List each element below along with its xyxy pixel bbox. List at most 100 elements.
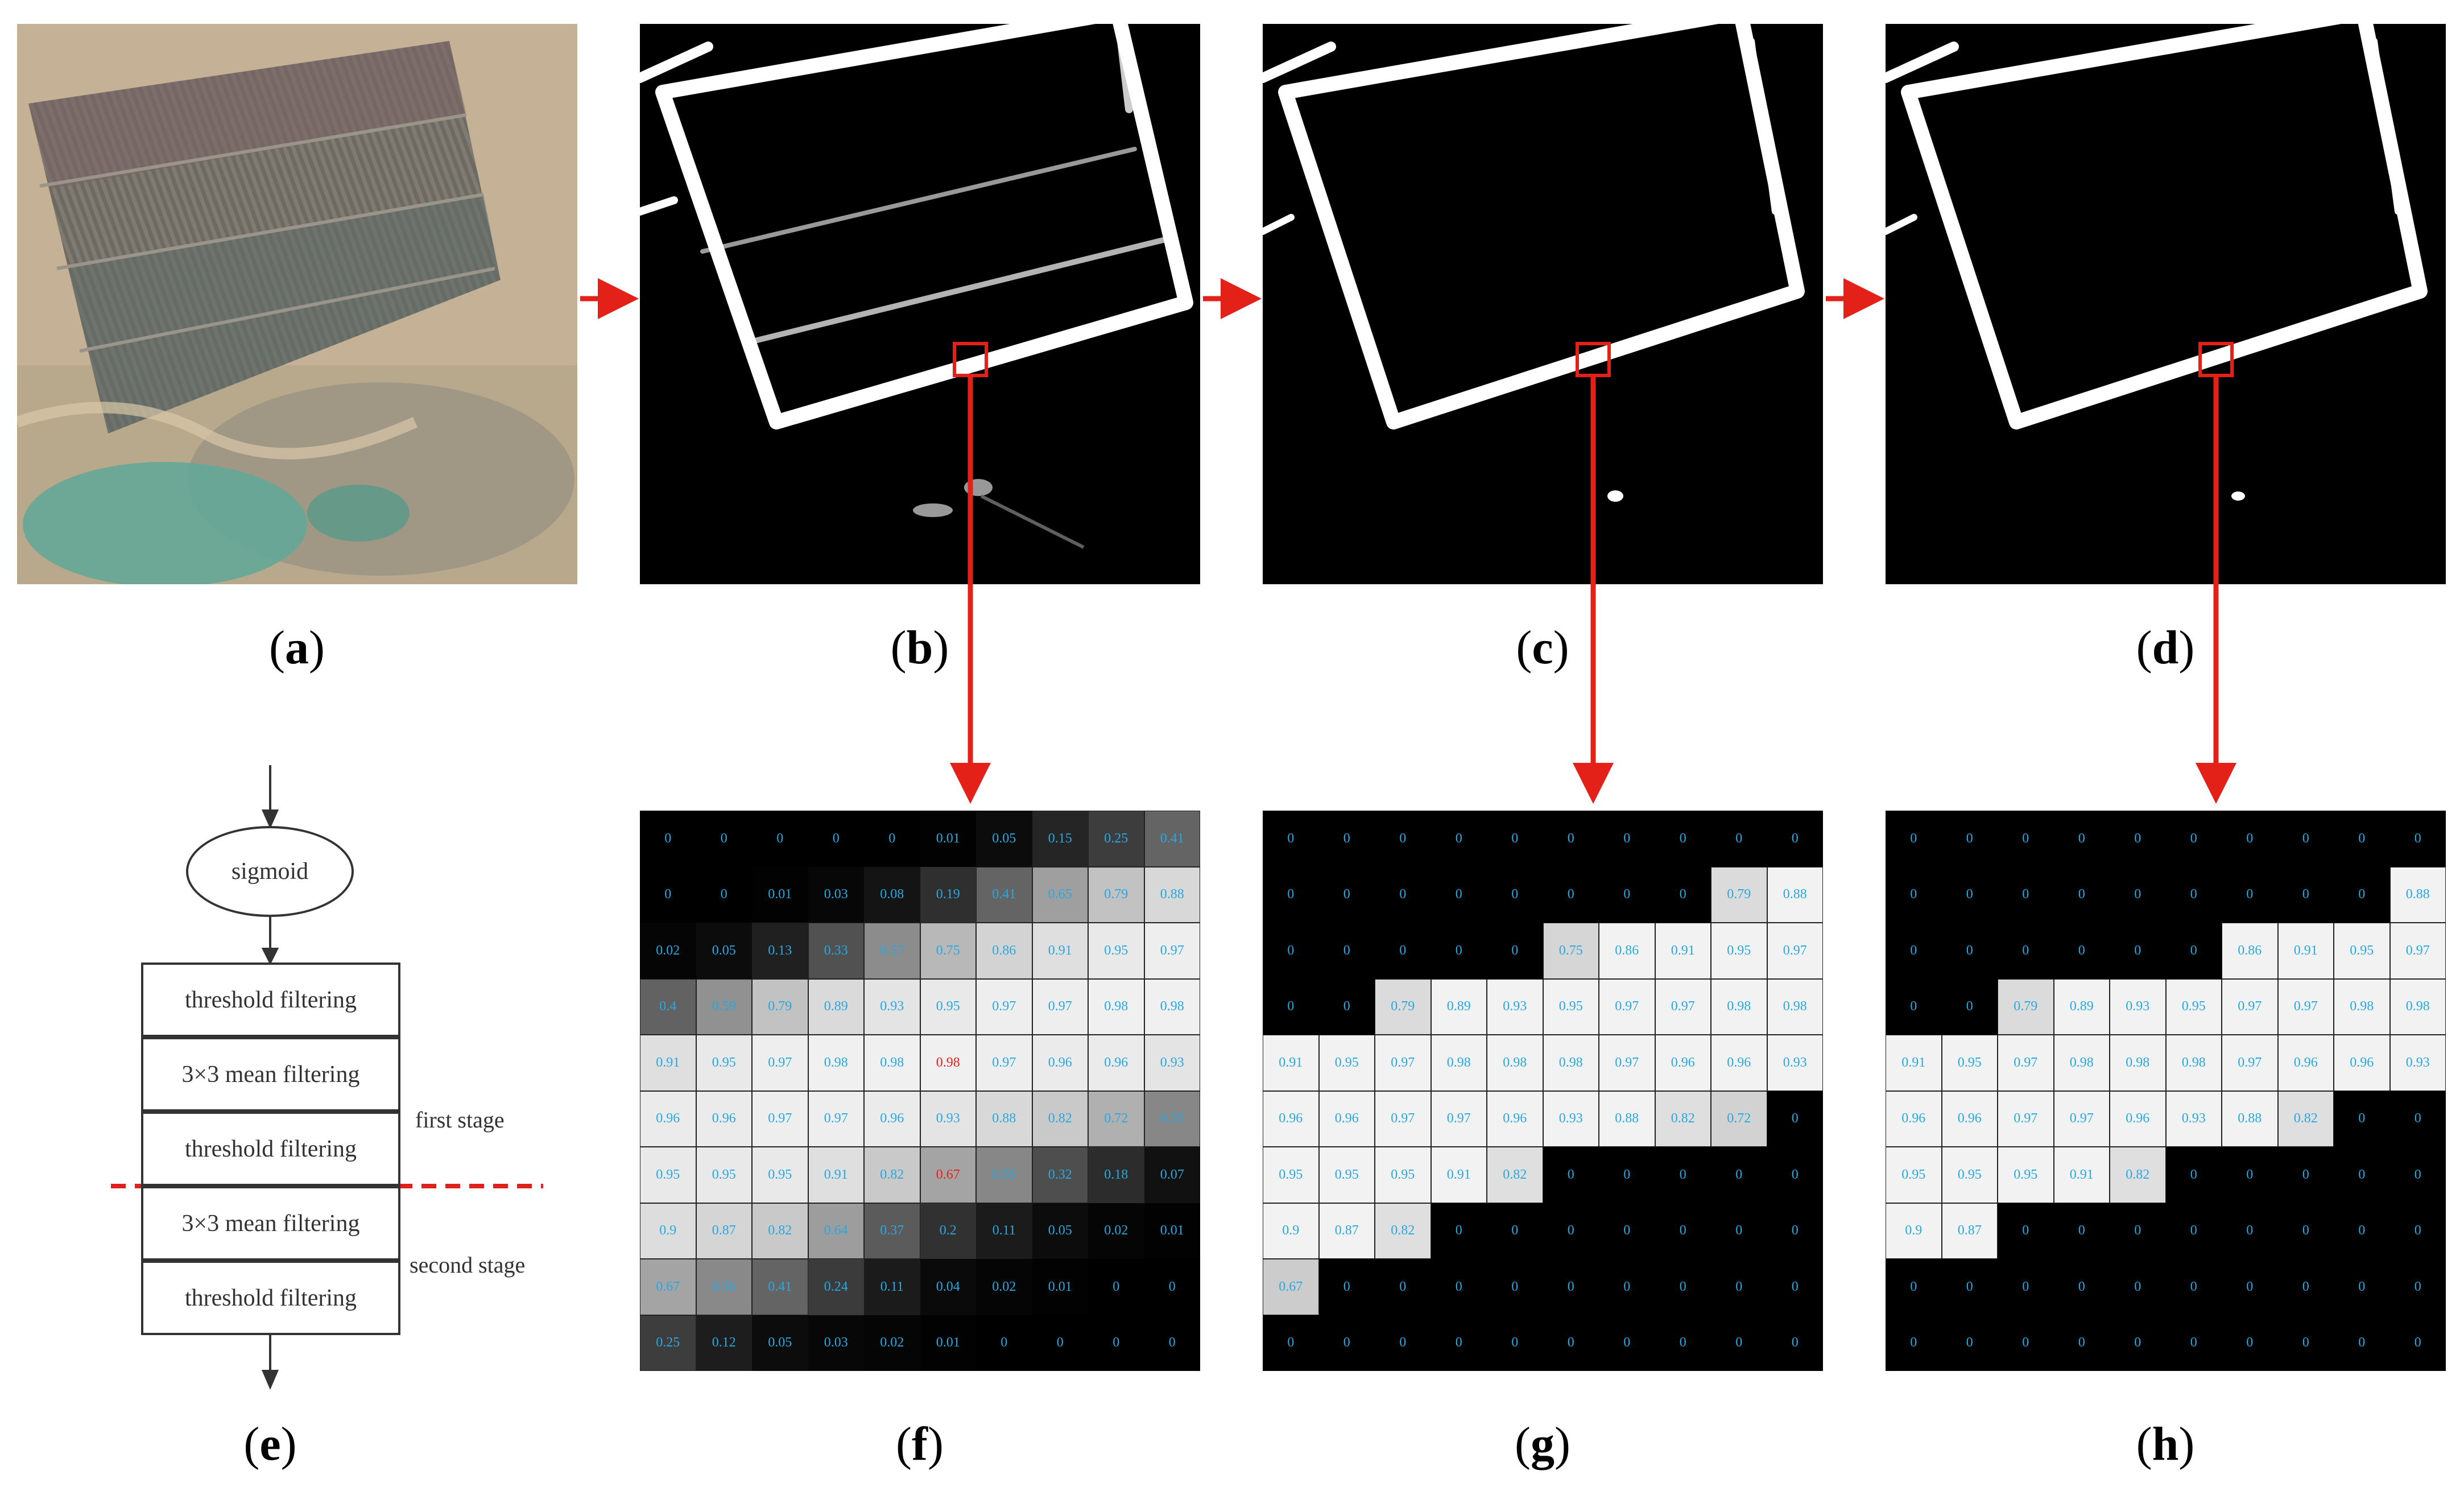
grid-cell: 0.18: [1088, 1147, 1144, 1203]
grid-cell: 0: [1487, 1259, 1543, 1315]
grid-cell: 0: [1767, 1091, 1823, 1147]
grid-cell: 0: [1487, 866, 1543, 923]
grid-cell: 0: [2389, 811, 2446, 867]
grid-cell: 0.93: [1543, 1091, 1599, 1147]
grid-cell: 0.75: [920, 923, 976, 979]
grid-cell: 0.02: [976, 1259, 1032, 1315]
grid-cell: 0.98: [864, 1035, 920, 1091]
grid-cell: 0: [1998, 1259, 2054, 1315]
first-stage-mask-drawing: [1263, 24, 1805, 502]
grid-cell: 0: [2110, 811, 2166, 867]
grid-cell: 0.95: [1711, 923, 1767, 979]
grid-cell: 0.95: [1543, 978, 1599, 1035]
grid-cell: 0: [1711, 1259, 1767, 1315]
caption-e: (e): [243, 1418, 297, 1471]
grid-cell: 0: [2389, 1315, 2446, 1371]
grid-cell: 0.79: [1711, 866, 1767, 923]
grid-cell: 0.97: [1998, 1035, 2054, 1091]
grid-cell: 0.96: [1711, 1035, 1767, 1091]
grid-cell: 0.93: [2389, 1035, 2446, 1091]
grid-cell: 0: [1767, 1315, 1823, 1371]
grid-cell: 0.95: [2165, 978, 2222, 1035]
grid-cell: 0: [1886, 978, 1942, 1035]
grid-cell: 0.95: [696, 1035, 752, 1091]
grid-cell: 0.91: [1032, 923, 1088, 979]
grid-cell: 0.72: [1711, 1091, 1767, 1147]
grid-cell: 0.96: [1941, 1091, 1998, 1147]
grid-cell: 0.95: [640, 1147, 696, 1203]
grid-cell: 0.97: [1655, 978, 1711, 1035]
grid-cell: 0: [1318, 1259, 1375, 1315]
grid-cell: 0: [1431, 923, 1487, 979]
grid-cell: 0: [1655, 811, 1711, 867]
grid-cell: 0: [1487, 1315, 1543, 1371]
grid-cell: 0.93: [864, 978, 920, 1035]
grid-cell: 0: [1767, 1259, 1823, 1315]
caption-b: (b): [890, 621, 949, 674]
grid-cell: 0: [1886, 811, 1942, 867]
grid-cell: 0.93: [2165, 1091, 2222, 1147]
grid-cell: 0: [2277, 1315, 2334, 1371]
flow-sigmoid: sigmoid: [186, 826, 354, 917]
grid-cell: 0: [2334, 1091, 2390, 1147]
grid-cell: 0: [2110, 1315, 2166, 1371]
grid-cell: 0.91: [808, 1147, 864, 1203]
first-stage-label: first stage: [415, 1107, 505, 1133]
grid-cell: 0.56: [696, 1259, 752, 1315]
grid-cell: 0.41: [752, 1259, 808, 1315]
grid-cell: 0.97: [1144, 923, 1200, 979]
grid-cell: 0: [2334, 1203, 2390, 1259]
grid-cell: 0: [1655, 1315, 1711, 1371]
grid-cell: 0.97: [808, 1091, 864, 1147]
grid-cell: 0.91: [1886, 1035, 1942, 1091]
grid-cell: 0: [1487, 1203, 1543, 1259]
grid-cell: 0.05: [1032, 1203, 1088, 1259]
grid-cell: 0: [2053, 866, 2110, 923]
grid-cell: 0.96: [2277, 1035, 2334, 1091]
grid-cell: 0.97: [1767, 923, 1823, 979]
grid-cell: 0.75: [1543, 923, 1599, 979]
grid-cell: 0: [1543, 811, 1599, 867]
grid-cell: 0.96: [1886, 1091, 1942, 1147]
grid-cell: 0: [1032, 1315, 1088, 1371]
grid-cell: 0.82: [1487, 1147, 1543, 1203]
flow-step-1: threshold filtering: [141, 963, 400, 1037]
grid-cell: 0.98: [1487, 1035, 1543, 1091]
grid-cell: 0: [1941, 811, 1998, 867]
grid-cell: 0: [2053, 1259, 2110, 1315]
grid-cell: 0.91: [2053, 1147, 2110, 1203]
grid-cell: 0: [1375, 923, 1431, 979]
grid-cell: 0.91: [1431, 1147, 1487, 1203]
grid-cell: 0: [1711, 811, 1767, 867]
grid-cell: 0: [1375, 866, 1431, 923]
grid-cell: 0.97: [1032, 978, 1088, 1035]
grid-cell: 0: [1941, 1259, 1998, 1315]
grid-cell: 0: [2334, 1259, 2390, 1315]
grid-cell: 0.72: [1088, 1091, 1144, 1147]
grid-cell: 0: [2222, 1147, 2278, 1203]
grid-cell: 0: [2334, 1315, 2390, 1371]
grid-cell: 0.97: [752, 1035, 808, 1091]
grid-cell: 0.97: [976, 1035, 1032, 1091]
grid-cell: 0.95: [1263, 1147, 1319, 1203]
grid-cell: 0.12: [696, 1315, 752, 1371]
grid-cell: 0: [2053, 1315, 2110, 1371]
grid-cell: 0.98: [1711, 978, 1767, 1035]
grid-cell: 0.97: [1431, 1091, 1487, 1147]
grid-cell: 0: [1767, 1203, 1823, 1259]
grid-cell: 0.95: [1318, 1035, 1375, 1091]
grid-cell: 0: [2389, 1091, 2446, 1147]
grid-cell: 0: [2222, 1259, 2278, 1315]
grid-cell: 0.98: [2334, 978, 2390, 1035]
grid-cell: 0.41: [1144, 811, 1200, 867]
grid-cell: 0.98: [808, 1035, 864, 1091]
grid-cell: 0: [2110, 923, 2166, 979]
grid-cell: 0: [1711, 1147, 1767, 1203]
grid-cell: 0: [640, 866, 696, 923]
grid-cell: 0.67: [920, 1147, 976, 1203]
grid-cell: 0.98: [1767, 978, 1823, 1035]
grid-cell: 0.03: [808, 866, 864, 923]
grid-cell: 0: [1711, 1315, 1767, 1371]
grid-cell: 0.02: [1088, 1203, 1144, 1259]
